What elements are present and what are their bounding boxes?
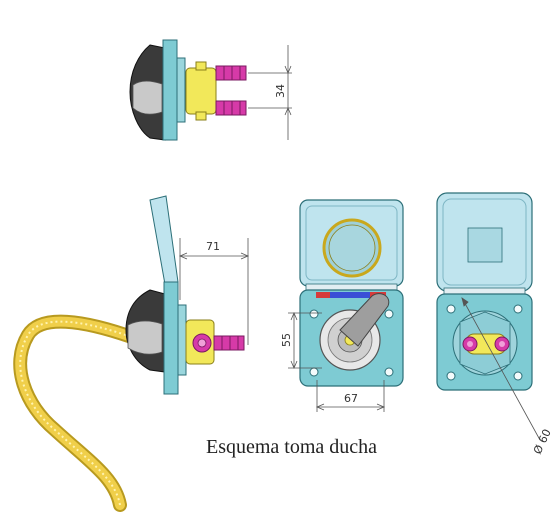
rear-view: Ø 60 [436, 192, 554, 456]
top-flange [162, 39, 178, 141]
front-view-open: 55 67 [280, 199, 404, 412]
side-fitting [213, 335, 245, 351]
front-lever [339, 293, 390, 347]
dim-width [315, 380, 386, 412]
dim-depth-label: 71 [206, 240, 220, 253]
dim-width-label: 67 [344, 392, 358, 405]
side-open-lid [149, 195, 179, 291]
rear-lid-square [467, 227, 503, 263]
dim-diameter-label: Ø 60 [531, 427, 554, 456]
top-fitting-upper [215, 65, 247, 81]
caption: Esquema toma ducha [206, 436, 377, 458]
dim-pipe-spacing-label: 34 [274, 84, 287, 98]
dim-height-label: 55 [280, 333, 293, 347]
side-flange [163, 281, 179, 395]
dim-pipe-spacing [248, 45, 292, 140]
dim-height [288, 311, 322, 370]
dim-diameter [461, 297, 541, 441]
top-valve-body [185, 67, 217, 115]
top-side-view: 34 [129, 39, 292, 141]
side-view-open: 71 [125, 195, 250, 395]
top-fitting-lower [215, 100, 247, 116]
dim-depth [178, 238, 250, 345]
